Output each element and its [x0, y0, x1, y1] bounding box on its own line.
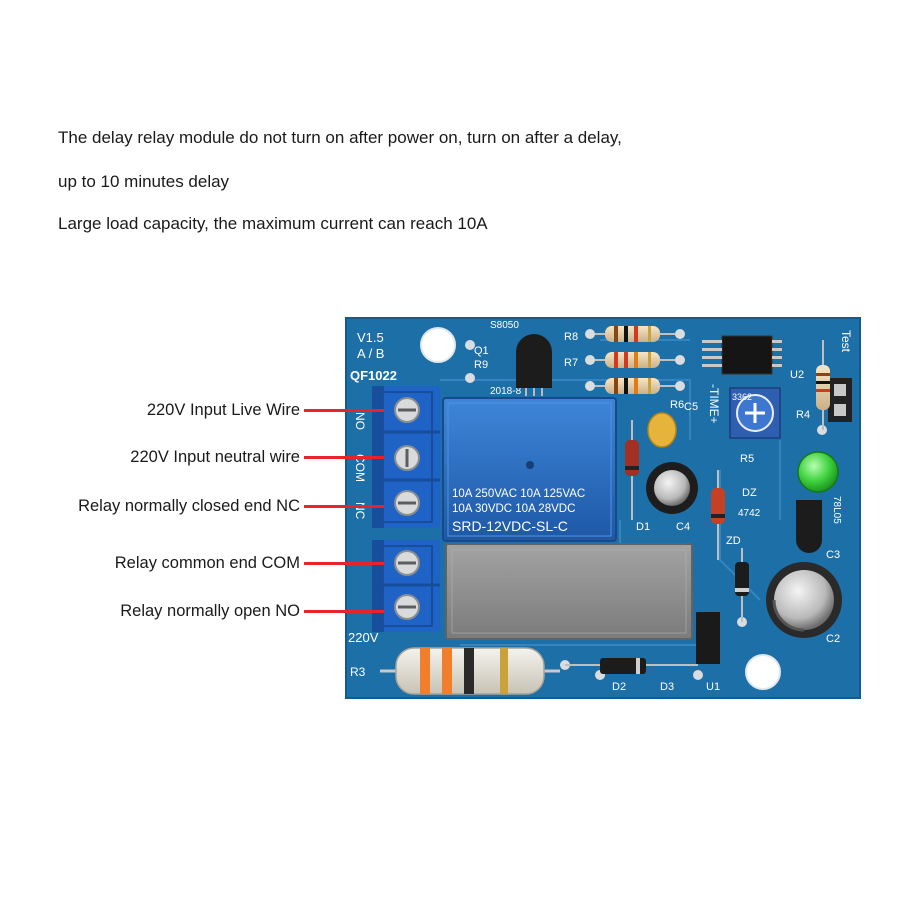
pcb-date-code-visible: 2018-8: [490, 386, 522, 397]
ic-u2: [702, 335, 782, 375]
relay-blue: 10A 250VAC 10A 125VAC 10A 30VDC 10A 28VD…: [442, 397, 617, 542]
ref-d1: D1: [636, 521, 650, 533]
mounting-hole: [420, 327, 456, 363]
relay-model: SRD-12VDC-SL-C: [452, 518, 568, 534]
pcb-label-no: NO: [353, 412, 367, 430]
terminal-screw[interactable]: [394, 445, 420, 471]
callout-nc: Relay normally closed end NC: [78, 497, 300, 515]
capacitor-c4: [646, 462, 698, 514]
pcb-version-label: V1.5: [357, 330, 384, 345]
pcb-model-label: QF1022: [350, 368, 397, 383]
ref-c4: C4: [676, 521, 690, 533]
ref-r6: R6: [670, 399, 684, 411]
terminal-screw[interactable]: [394, 594, 420, 620]
relay-rating-line-2: 10A 30VDC 10A 28VDC: [452, 503, 575, 515]
ref-zd: ZD: [726, 535, 741, 547]
ref-r5: R5: [740, 453, 754, 465]
callout-leader-nc: [304, 505, 384, 508]
callout-leader-live: [304, 409, 384, 412]
capacitor-c2: [766, 562, 842, 638]
callout-live-wire: 220V Input Live Wire: [146, 401, 300, 419]
resistor-r7: [590, 352, 680, 368]
relay-rating-line-1: 10A 250VAC 10A 125VAC: [452, 488, 585, 500]
regulator-label: 78L05: [831, 496, 842, 524]
ref-r9: R9: [474, 359, 488, 371]
ref-d3: D3: [660, 681, 674, 693]
ref-r3: R3: [350, 665, 366, 679]
terminal-screw[interactable]: [394, 397, 420, 423]
ref-r4: R4: [796, 409, 810, 421]
ref-q1: Q1: [474, 345, 489, 357]
ref-c2: C2: [826, 633, 840, 645]
ref-c3: C3: [826, 549, 840, 561]
transistor-label: S8050: [490, 320, 519, 331]
diode-d3: [696, 612, 720, 664]
diode-d2: [735, 548, 749, 622]
led-green: [797, 451, 839, 493]
resistor-r4: [816, 340, 830, 430]
ref-u1: U1: [706, 681, 720, 693]
diode-d1: [625, 420, 639, 520]
mounting-hole: [745, 654, 781, 690]
zener-code: 4742: [738, 508, 761, 519]
test-header[interactable]: [828, 378, 852, 422]
description-line-1: The delay relay module do not turn on af…: [58, 128, 622, 147]
callout-leader-no: [304, 610, 384, 613]
solder-pads: [435, 329, 827, 680]
test-label: Test: [839, 330, 853, 353]
terminal-screw[interactable]: [394, 490, 420, 516]
time-label: -TIME+: [707, 384, 721, 424]
callout-leader-com: [304, 562, 384, 565]
potentiometer[interactable]: [729, 387, 781, 439]
relay-gray: [445, 543, 693, 640]
callout-no: Relay normally open NO: [120, 602, 300, 620]
regulator-78l05: [796, 500, 822, 553]
ref-c5: C5: [684, 401, 698, 413]
ref-r7: R7: [564, 357, 578, 369]
ref-u2: U2: [790, 369, 804, 381]
transistor-q1: [516, 334, 552, 396]
ref-dz: DZ: [742, 487, 757, 499]
callout-leader-neutral: [304, 456, 384, 459]
ref-d2: D2: [612, 681, 626, 693]
pcb-input-label: 220V: [348, 630, 379, 645]
terminal-screw[interactable]: [394, 550, 420, 576]
callout-neutral-wire: 220V Input neutral wire: [130, 448, 300, 466]
callout-com: Relay common end COM: [114, 554, 300, 572]
pcb-ab-label: A / B: [357, 346, 384, 361]
resistor-r8: [590, 326, 680, 342]
resistor-r6: [590, 378, 680, 394]
pot-code: 3362: [732, 392, 752, 402]
diode-zener: [711, 470, 725, 560]
pcb-label-com: COM: [353, 454, 367, 482]
capacitor-c5: [647, 412, 677, 448]
description-line-3: Large load capacity, the maximum current…: [58, 214, 488, 233]
resistor-r3: [380, 647, 560, 695]
ref-r8: R8: [564, 331, 578, 343]
description-line-2: up to 10 minutes delay: [58, 172, 230, 191]
diode-d4: [565, 658, 698, 674]
